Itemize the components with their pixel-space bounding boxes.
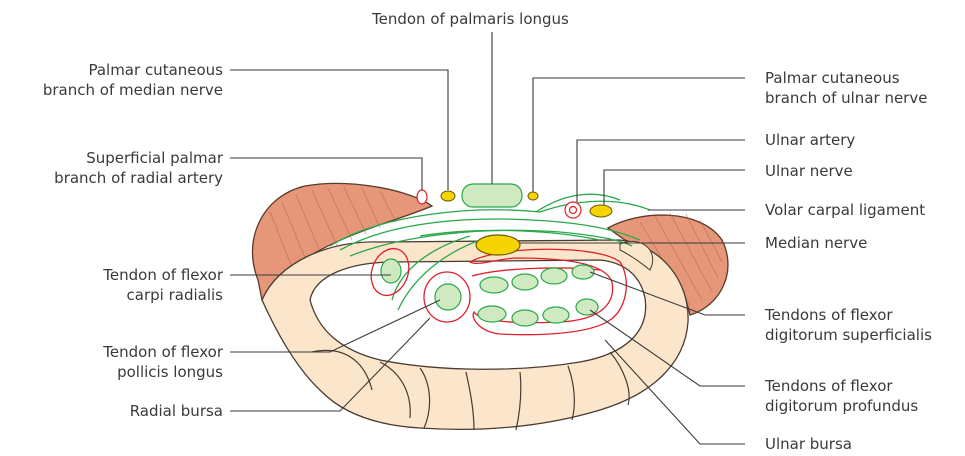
label-superficial-palmar: Superficial palmar branch of radial arte… bbox=[54, 148, 223, 188]
tendon-flexor-carpi-radialis bbox=[381, 259, 401, 283]
label-line: Tendon of flexor bbox=[103, 342, 223, 362]
label-median-nerve: Median nerve bbox=[765, 233, 867, 253]
ulnar-nerve bbox=[590, 205, 612, 217]
superficial-palmar-branch bbox=[417, 190, 427, 204]
label-ulnar-bursa: Ulnar bursa bbox=[765, 434, 852, 454]
label-line: branch of median nerve bbox=[43, 80, 223, 100]
tendon-fds-2 bbox=[512, 274, 538, 290]
label-line: Superficial palmar bbox=[54, 148, 223, 168]
ulnar-artery-inner bbox=[570, 207, 577, 214]
label-flexor-pollicis-longus: Tendon of flexor pollicis longus bbox=[103, 342, 223, 382]
label-radial-bursa: Radial bursa bbox=[130, 401, 223, 421]
tendon-fdp-3 bbox=[543, 307, 569, 323]
label-line: branch of ulnar nerve bbox=[765, 88, 927, 108]
label-line: pollicis longus bbox=[103, 362, 223, 382]
label-palmaris-longus: Tendon of palmaris longus bbox=[372, 9, 569, 29]
label-line: Palmar cutaneous bbox=[765, 68, 927, 88]
carpal-bone-ring bbox=[262, 240, 688, 429]
label-line: Tendon of flexor bbox=[103, 265, 223, 285]
label-fdp: Tendons of flexor digitorum profundus bbox=[765, 376, 918, 416]
tendon-fdp-2 bbox=[512, 310, 538, 326]
tendon-fdp-1 bbox=[478, 306, 506, 322]
median-nerve bbox=[476, 235, 520, 255]
palmar-cutaneous-median bbox=[441, 191, 455, 201]
label-line: Tendons of flexor bbox=[765, 376, 918, 396]
label-line: Palmar cutaneous bbox=[43, 60, 223, 80]
tendon-flexor-pollicis-longus bbox=[435, 284, 461, 310]
palmar-cutaneous-ulnar bbox=[528, 192, 538, 200]
tendon-fds-1 bbox=[480, 277, 508, 293]
label-line: digitorum superficialis bbox=[765, 325, 932, 345]
label-volar-carpal-ligament: Volar carpal ligament bbox=[765, 200, 925, 220]
label-line: carpi radialis bbox=[103, 285, 223, 305]
label-palmar-cutaneous-median: Palmar cutaneous branch of median nerve bbox=[43, 60, 223, 100]
tendon-fds-3 bbox=[541, 268, 567, 284]
carpal-bones bbox=[262, 240, 688, 430]
label-flexor-carpi-radialis: Tendon of flexor carpi radialis bbox=[103, 265, 223, 305]
label-line: Tendons of flexor bbox=[765, 305, 932, 325]
label-line: branch of radial artery bbox=[54, 168, 223, 188]
tendon-palmaris-longus bbox=[462, 184, 522, 207]
label-ulnar-artery: Ulnar artery bbox=[765, 130, 855, 150]
label-fds: Tendons of flexor digitorum superficiali… bbox=[765, 305, 932, 345]
label-line: digitorum profundus bbox=[765, 396, 918, 416]
label-palmar-cutaneous-ulnar: Palmar cutaneous branch of ulnar nerve bbox=[765, 68, 927, 108]
label-ulnar-nerve: Ulnar nerve bbox=[765, 161, 853, 181]
